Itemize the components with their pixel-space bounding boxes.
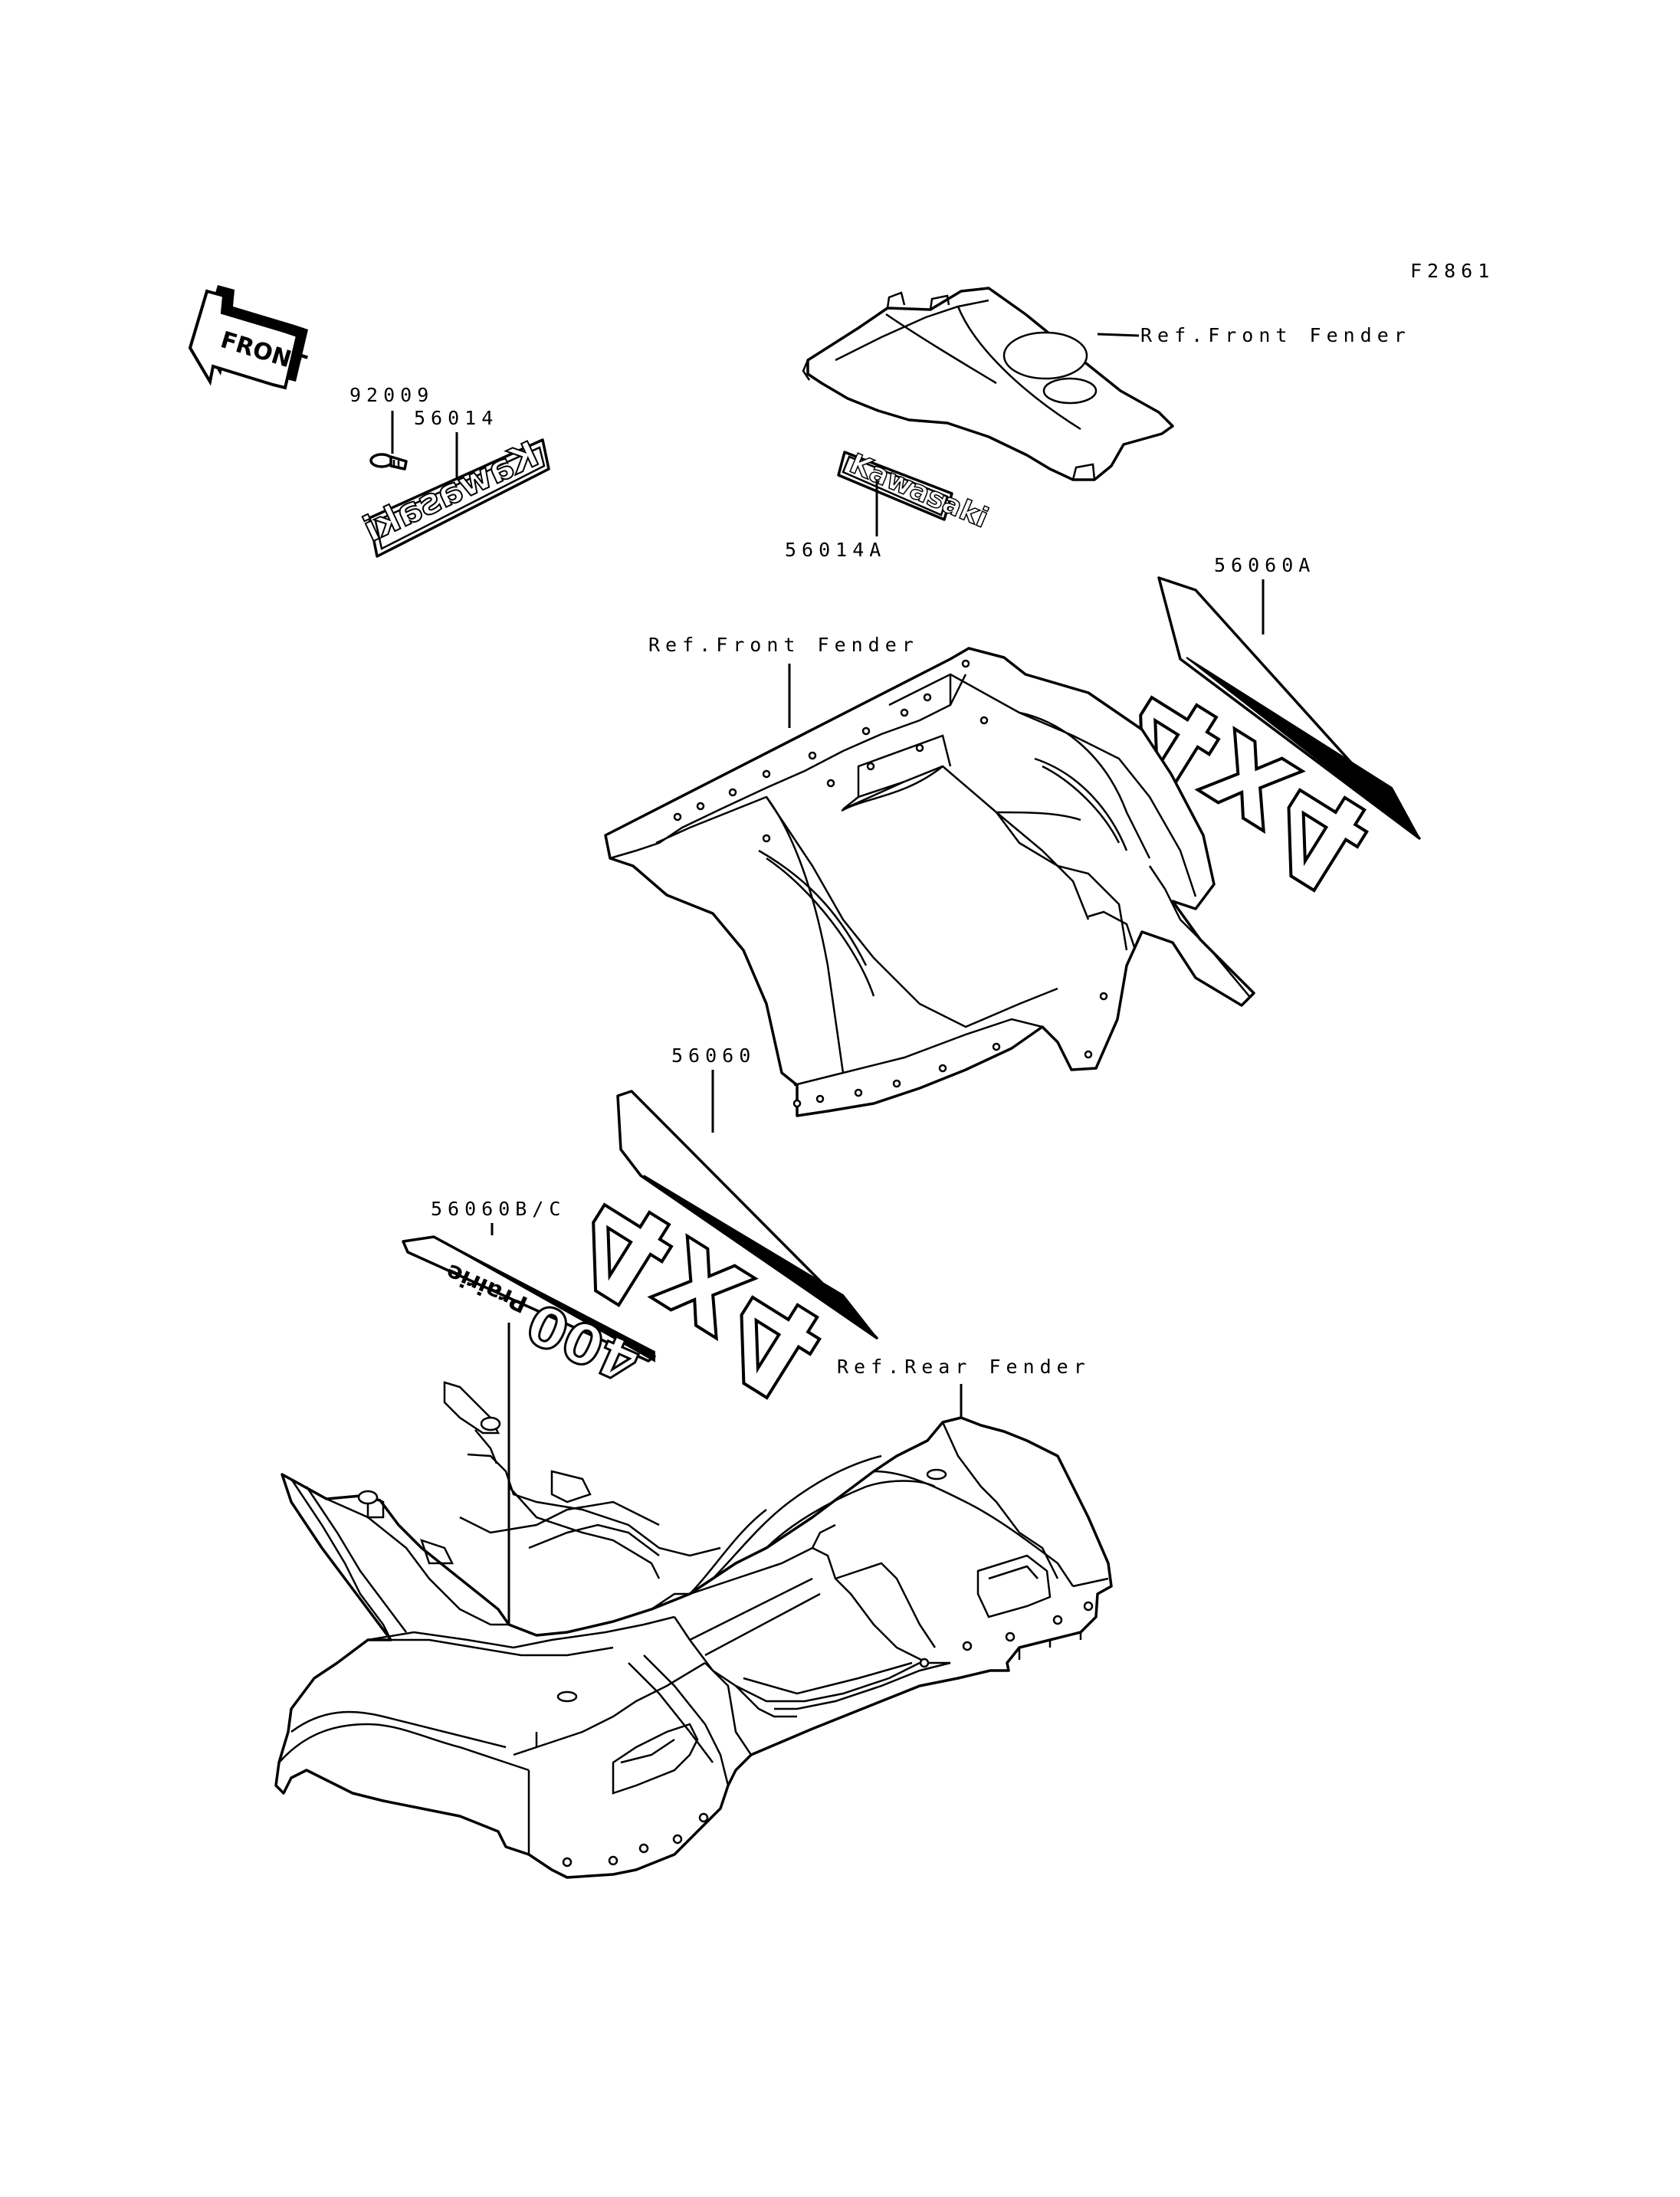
- leader-ref-front-fender-top: [1097, 333, 1140, 337]
- label-ref-front-fender-main: Ref.Front Fender: [648, 634, 919, 656]
- label-56014A: 56014A: [785, 539, 886, 561]
- emblem-logo-text: Kawasaki: [357, 433, 545, 549]
- decal-56014A: Kawasaki: [837, 448, 993, 535]
- label-56060A: 56060A: [1214, 554, 1315, 576]
- screw-92009: [369, 453, 408, 471]
- label-92009: 92009: [349, 384, 434, 406]
- figure-code: F2861: [1410, 260, 1495, 282]
- front-decal-logo-text: Kawasaki: [845, 448, 993, 535]
- emblem-56014: Kawasaki: [356, 432, 550, 558]
- front-fender-main: [604, 647, 1255, 1117]
- label-ref-rear-fender: Ref.Rear Fender: [837, 1356, 1091, 1378]
- label-56060B-C: 56060B/C: [431, 1198, 566, 1220]
- label-56060: 56060: [671, 1044, 756, 1067]
- rear-fender: [274, 1381, 1113, 1879]
- label-ref-front-fender-top: Ref.Front Fender: [1140, 324, 1411, 346]
- front-fender-cover-top: [802, 287, 1174, 481]
- front-direction-arrow-icon: FRONT: [188, 285, 310, 390]
- label-56014: 56014: [414, 407, 498, 429]
